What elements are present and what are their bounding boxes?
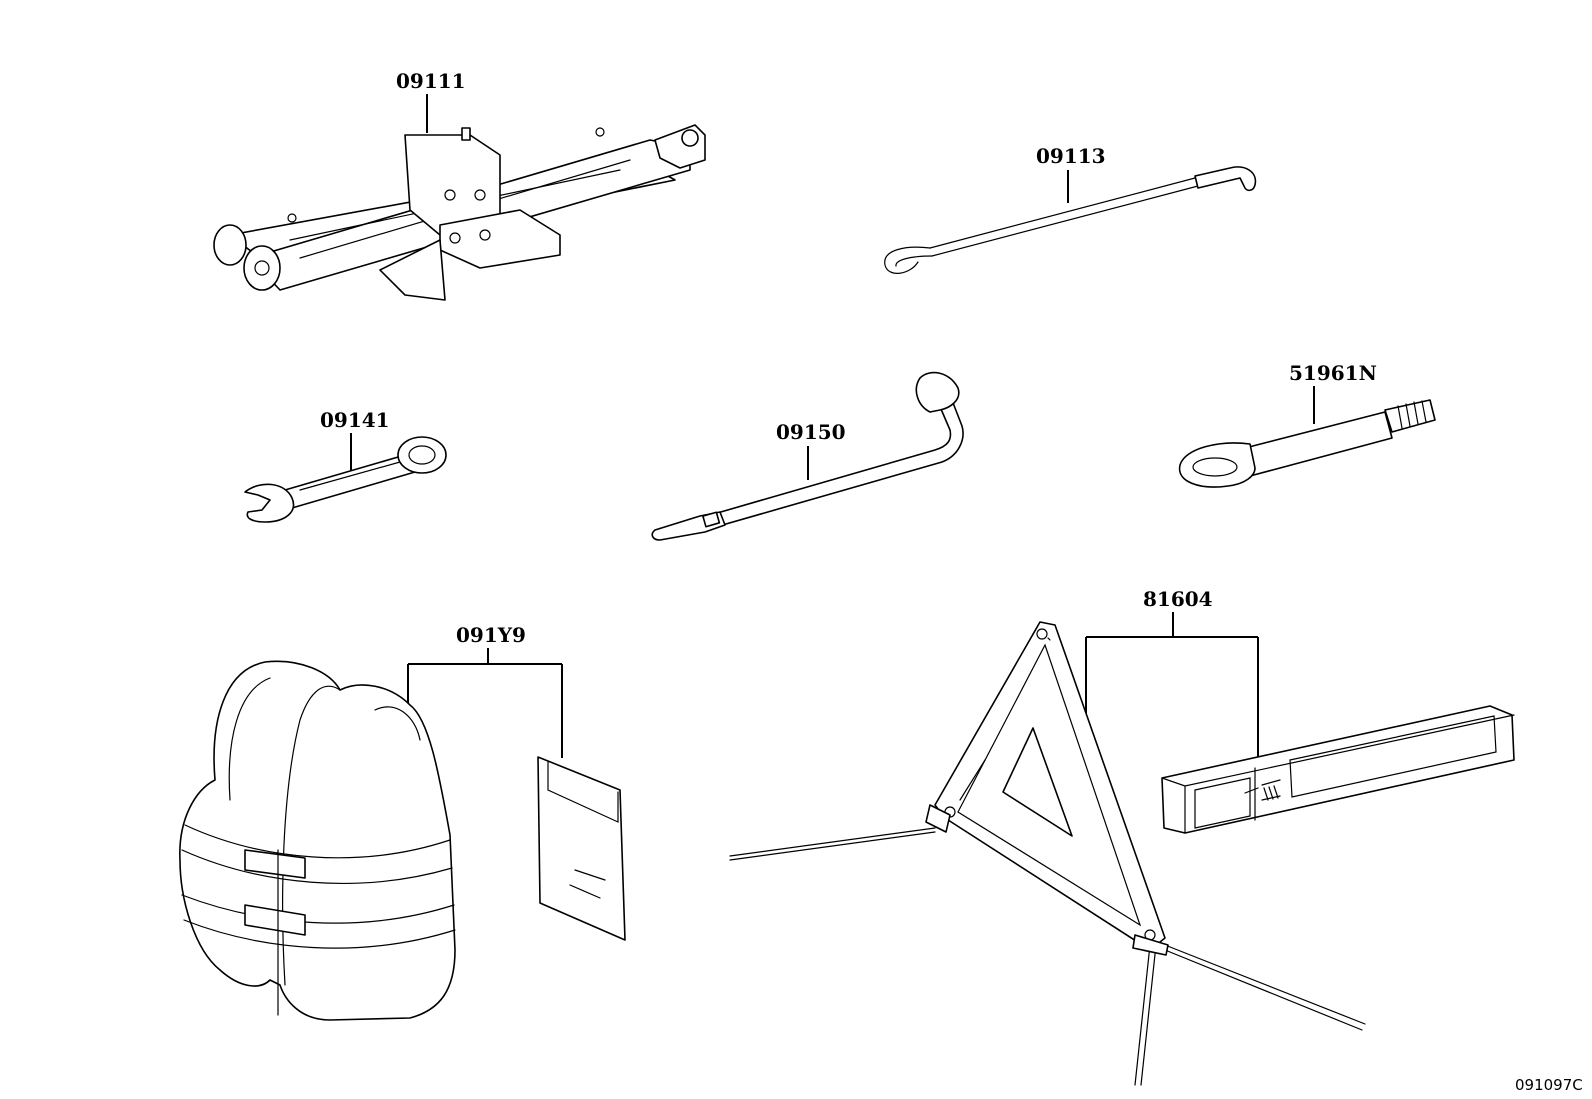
warning-triangle-case-drawing — [1161, 705, 1515, 834]
part-jack-handle: 09113 — [884, 144, 1257, 274]
jack-handle-drawing — [884, 166, 1257, 274]
safety-vest-drawing — [179, 660, 456, 1021]
tow-hook-drawing — [1178, 399, 1436, 488]
part-number-wrench: 09141 — [320, 408, 390, 432]
part-warning-triangle: 81604 — [729, 587, 1515, 1086]
diagram-reference-code: 091097C — [1515, 1076, 1583, 1094]
lug-wrench-drawing — [651, 371, 964, 541]
leader-line-safety-vest — [407, 648, 563, 758]
part-number-warning-triangle: 81604 — [1143, 587, 1213, 611]
vest-pouch-drawing — [537, 756, 626, 941]
part-number-tow-hook: 51961N — [1289, 361, 1377, 385]
part-tow-hook: 51961N — [1178, 361, 1436, 488]
part-safety-vest: 091Y9 — [179, 623, 626, 1021]
part-lug-wrench: 09150 — [651, 371, 964, 541]
wrench-drawing — [244, 436, 447, 523]
part-jack: 09111 — [213, 69, 706, 301]
part-number-safety-vest: 091Y9 — [456, 623, 526, 647]
jack-drawing — [213, 124, 706, 301]
part-number-lug-wrench: 09150 — [776, 420, 846, 444]
part-wrench: 09141 — [244, 408, 447, 523]
leader-line-warning-triangle — [1085, 612, 1259, 765]
warning-triangle-drawing — [729, 621, 1366, 1086]
part-number-jack-handle: 09113 — [1036, 144, 1106, 168]
part-number-jack: 09111 — [396, 69, 466, 93]
